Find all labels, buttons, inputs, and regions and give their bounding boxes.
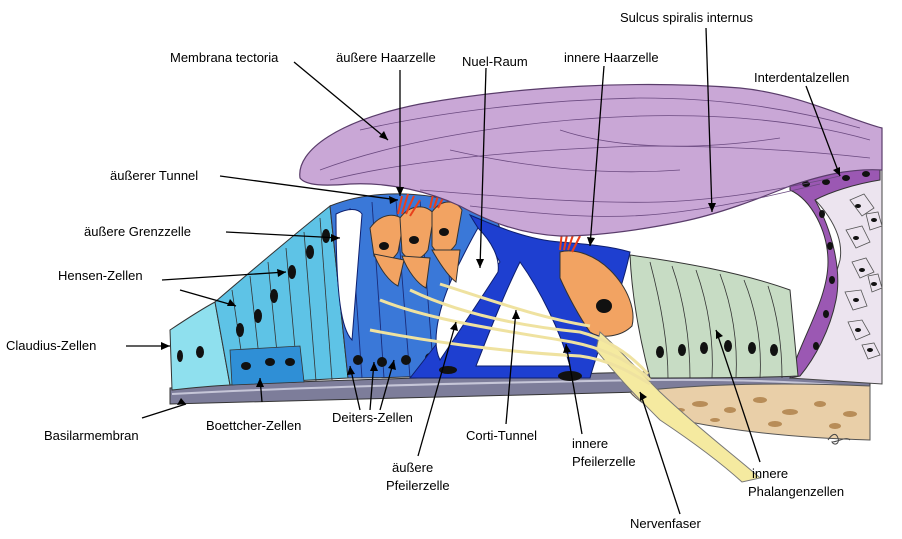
inner-phalangeal-cells xyxy=(630,255,798,378)
label-nervenfaser: Nervenfaser xyxy=(630,516,701,531)
label-aeussere-pfeilerzelle-line1: äußere xyxy=(392,460,433,475)
label-innere-haarzelle: innere Haarzelle xyxy=(564,50,659,65)
label-innere-phalangenzellen-line2: Phalangenzellen xyxy=(748,484,844,499)
label-basilarmembran: Basilarmembran xyxy=(44,428,139,443)
label-aeusserer-tunnel: äußerer Tunnel xyxy=(110,168,198,183)
label-hensen-zellen: Hensen-Zellen xyxy=(58,268,143,283)
label-innere-pfeilerzelle-line1: innere xyxy=(572,436,608,451)
label-nuel-raum: Nuel-Raum xyxy=(462,54,528,69)
label-aeussere-pfeilerzelle-line2: Pfeilerzelle xyxy=(386,478,450,493)
label-innere-phalangenzellen-line1: innere xyxy=(752,466,788,481)
inner-hair-cell-nucleus xyxy=(596,299,612,313)
label-deiters-zellen: Deiters-Zellen xyxy=(332,410,413,425)
label-interdentalzellen: Interdentalzellen xyxy=(754,70,849,85)
label-aeussere-grenzzelle: äußere Grenzzelle xyxy=(84,224,191,239)
label-sulcus-spiralis-internus: Sulcus spiralis internus xyxy=(620,10,753,25)
label-boettcher-zellen: Boettcher-Zellen xyxy=(206,418,301,433)
label-claudius-zellen: Claudius-Zellen xyxy=(6,338,96,353)
label-corti-tunnel: Corti-Tunnel xyxy=(466,428,537,443)
label-membrana-tectoria: Membrana tectoria xyxy=(170,50,279,65)
label-aeussere-haarzelle: äußere Haarzelle xyxy=(336,50,436,65)
label-innere-pfeilerzelle-line2: Pfeilerzelle xyxy=(572,454,636,469)
